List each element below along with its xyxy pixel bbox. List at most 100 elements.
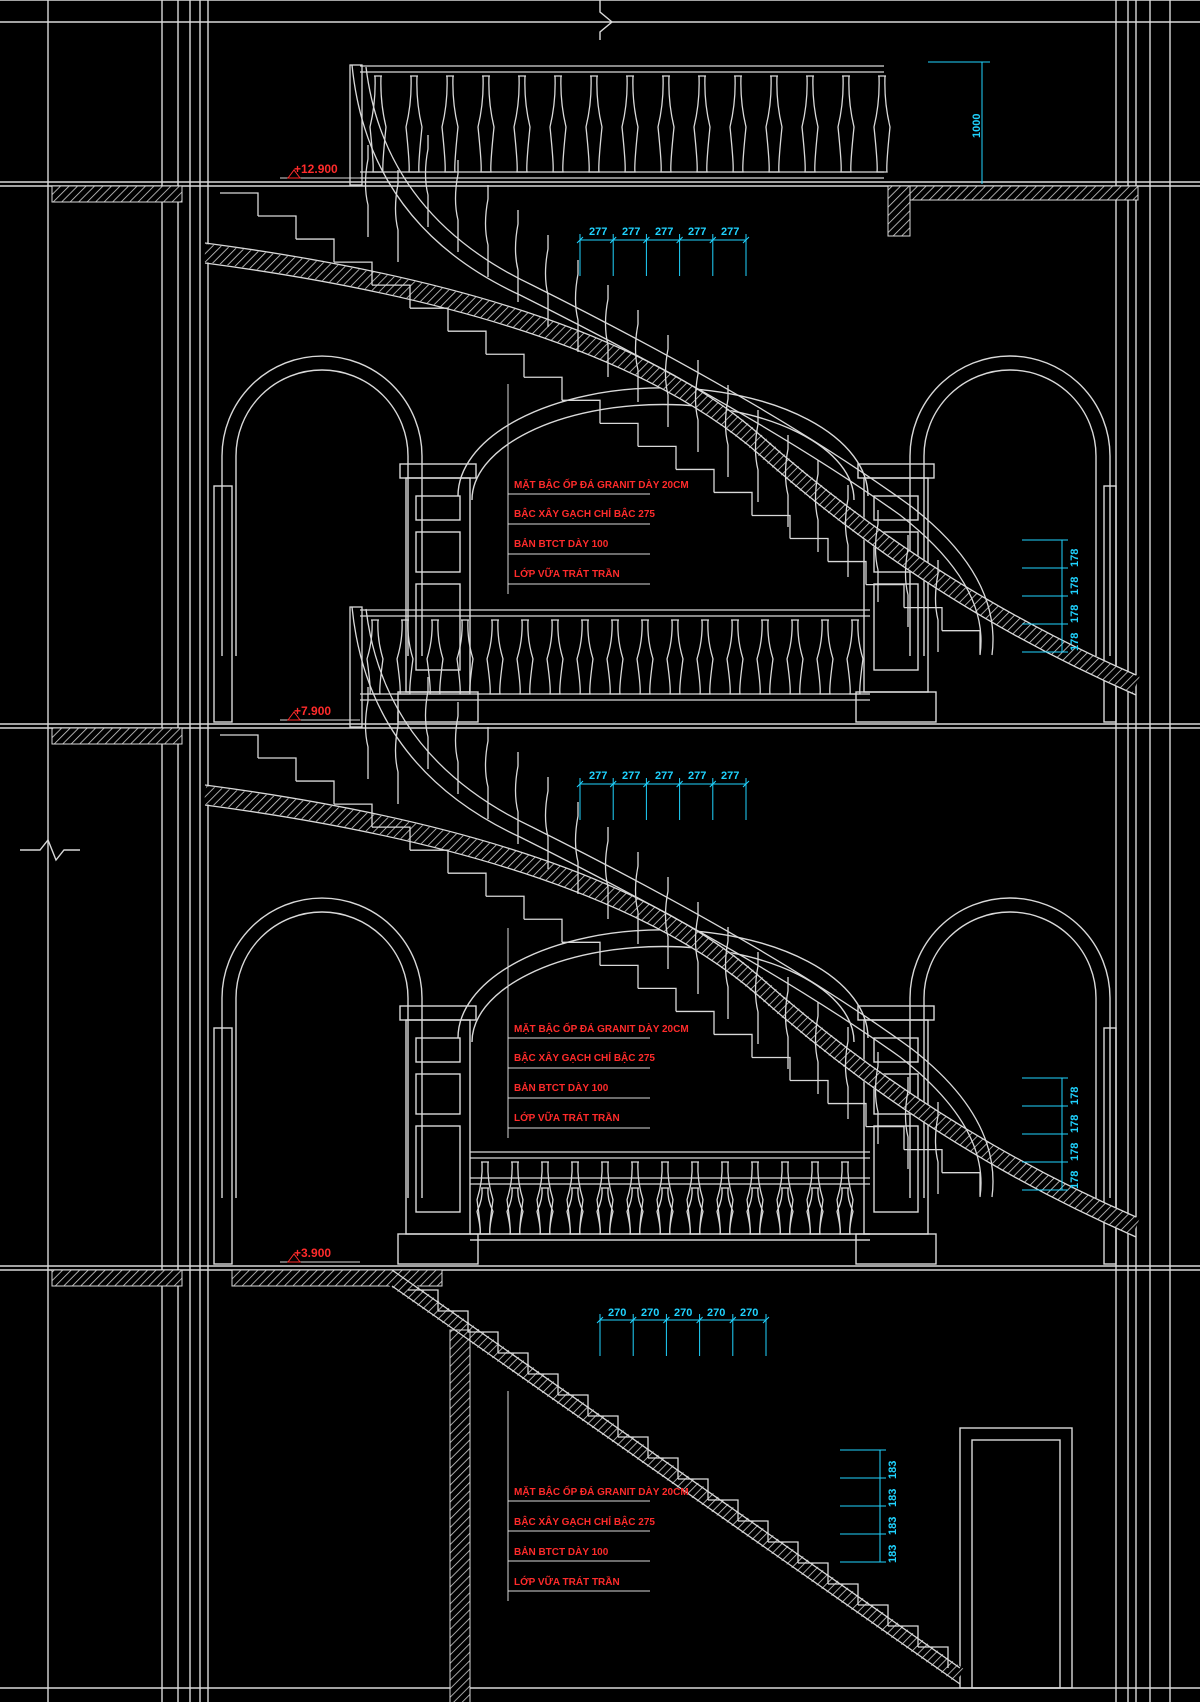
stair-step <box>600 964 639 989</box>
stair-step <box>618 1436 649 1458</box>
flight-baluster <box>904 535 909 627</box>
stair-stringer-hatch <box>203 244 1140 694</box>
note-leaders <box>507 384 650 594</box>
baluster <box>606 619 624 695</box>
flight-baluster <box>574 260 579 352</box>
construction-notes-1: MẶT BẬC ỐP ĐÁ GRANIT DÀY 20CM BẬC XÂY GẠ… <box>514 477 689 580</box>
tread-dim: 277 <box>655 226 673 238</box>
stair-step <box>468 1331 499 1353</box>
column-panel <box>415 583 461 671</box>
flight-baluster <box>724 927 729 1019</box>
note-line: BẢN BTCT DÀY 100 <box>514 1081 609 1094</box>
baluster <box>405 75 423 173</box>
stair-step <box>486 895 525 920</box>
construction-notes-2: MẶT BẬC ỐP ĐÁ GRANIT DÀY 20CM BẬC XÂY GẠ… <box>514 1021 689 1124</box>
stair-step <box>296 780 335 805</box>
dim-slash <box>629 1316 637 1324</box>
baluster <box>513 75 531 173</box>
arch-left-inner <box>235 369 409 656</box>
baluster <box>846 619 864 695</box>
baluster <box>765 75 783 173</box>
riser-dim: 178 <box>1069 549 1081 567</box>
baluster <box>686 1187 704 1235</box>
top-height-dimension-label: 1000 <box>971 114 983 138</box>
lower-stringer-edge <box>391 1269 961 1669</box>
riser-dimension-group-1: 178 178 178 178 <box>1069 549 1081 651</box>
column-panel <box>415 531 461 573</box>
flight-baluster <box>874 1052 879 1144</box>
stair-step <box>498 1352 529 1374</box>
riser-dim: 183 <box>887 1461 899 1479</box>
level-marker-3: +3.900 <box>280 1246 360 1263</box>
flight-baluster <box>934 1102 939 1194</box>
dim-slash <box>663 1316 670 1324</box>
tread-dim: 270 <box>674 1307 692 1319</box>
level-label-1: +12.900 <box>294 162 338 176</box>
stair-step <box>562 941 601 966</box>
break-line-symbol <box>599 0 614 40</box>
baluster <box>621 75 639 173</box>
flight-baluster <box>874 510 879 602</box>
note-line: BẢN BTCT DÀY 100 <box>514 537 609 550</box>
riser-dim: 178 <box>1069 1171 1081 1189</box>
baluster <box>636 619 654 695</box>
dim-slash <box>643 780 650 788</box>
level-marker-2: +7.900 <box>280 704 360 721</box>
riser-dim: 178 <box>1069 605 1081 623</box>
stair-step <box>678 1478 709 1500</box>
flight-baluster <box>394 712 399 804</box>
handrail <box>351 606 982 1198</box>
arch-right <box>909 355 1111 656</box>
stair-step <box>408 1289 439 1311</box>
column-base <box>855 1233 937 1265</box>
note-line: MẶT BẬC ỐP ĐÁ GRANIT DÀY 20CM <box>514 477 689 491</box>
flight-baluster <box>454 160 459 252</box>
baluster <box>596 1187 614 1235</box>
newel-post <box>349 606 363 728</box>
tread-dim: 277 <box>655 770 673 782</box>
stair-step <box>768 1541 799 1563</box>
flight-baluster <box>364 145 369 237</box>
riser-dim-ticks <box>1022 1077 1068 1191</box>
baluster <box>693 75 711 173</box>
column-base <box>397 1233 479 1265</box>
stair-step <box>296 238 335 263</box>
baluster <box>776 1187 794 1235</box>
tread-dim: 270 <box>608 1307 626 1319</box>
column-panel <box>415 1073 461 1115</box>
note-leaders <box>507 928 650 1138</box>
note-line: LỚP VỮA TRÁT TRẦN <box>514 1111 620 1124</box>
flight-baluster <box>814 1002 819 1094</box>
baluster <box>549 75 567 173</box>
dim-slash <box>643 236 650 244</box>
stair-step <box>372 826 411 851</box>
tread-dim: 277 <box>589 770 607 782</box>
baluster <box>786 619 804 695</box>
baluster <box>486 619 504 695</box>
tread-dim: 270 <box>740 1307 758 1319</box>
construction-notes-3: MẶT BẬC ỐP ĐÁ GRANIT DÀY 20CM BẬC XÂY GẠ… <box>514 1484 689 1588</box>
baluster <box>516 619 534 695</box>
stair-step <box>220 734 259 759</box>
flight-baluster <box>814 460 819 552</box>
flight-baluster <box>904 1077 909 1169</box>
arch-center-inner <box>471 945 855 1043</box>
flight-baluster <box>784 977 789 1069</box>
note-line: BẢN BTCT DÀY 100 <box>514 1545 609 1558</box>
stringer-edge <box>204 262 1137 696</box>
tread-dimension-group-2: 277 277 277 277 277 <box>589 770 739 782</box>
stair-step <box>258 215 297 240</box>
stair-step <box>638 445 677 470</box>
stair-step <box>918 1646 949 1668</box>
dim-slash <box>596 1316 604 1324</box>
baluster <box>756 619 774 695</box>
stair-step <box>528 1373 559 1395</box>
baluster <box>456 619 474 695</box>
upper-landing-hatch <box>887 185 1139 201</box>
handrail <box>351 64 982 656</box>
tread-dim: 277 <box>721 770 739 782</box>
left-slab-hatch <box>51 185 183 203</box>
baluster <box>366 619 384 695</box>
tread-dimension-group-1: 277 277 277 277 277 <box>589 226 739 238</box>
pilaster <box>213 485 233 723</box>
